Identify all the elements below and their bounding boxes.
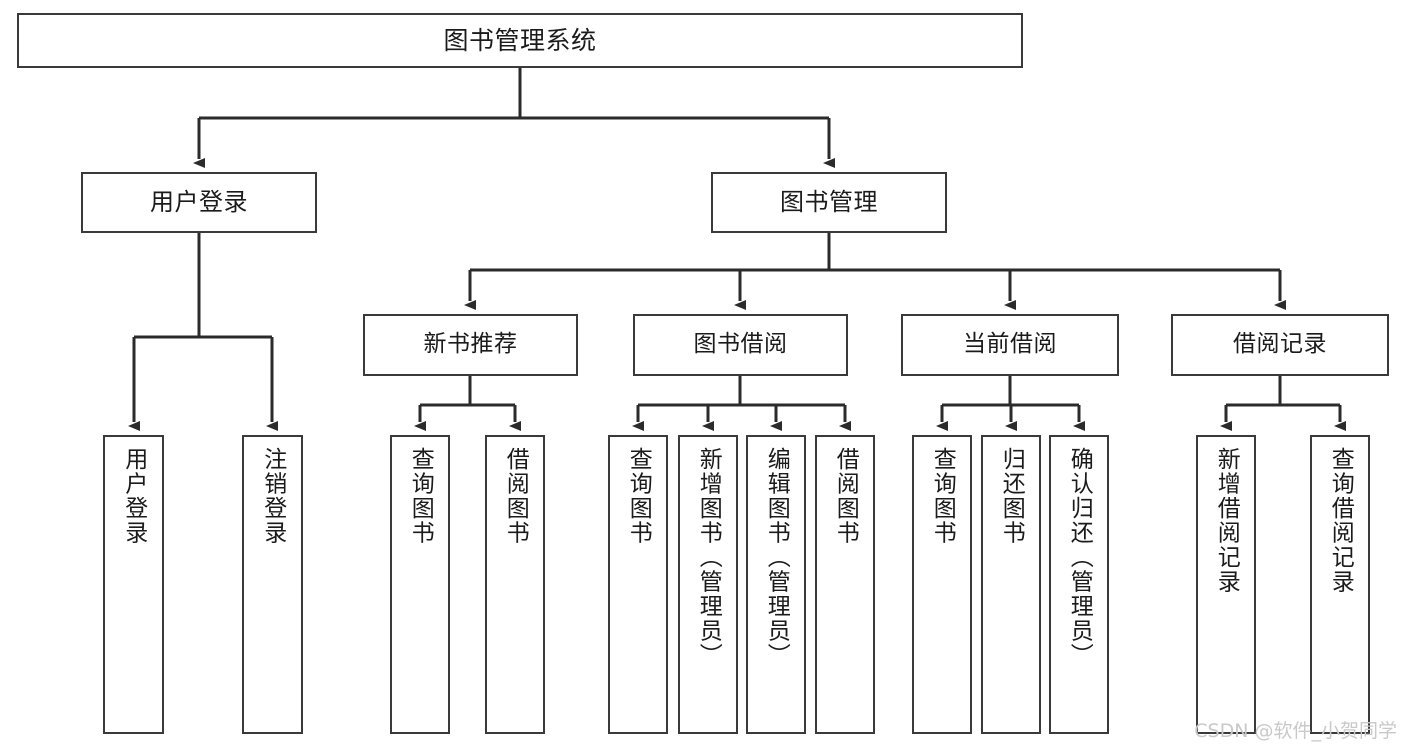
node-borrow-book-1[interactable]: 借阅图书 [485, 435, 545, 734]
node-query-borrow-record-label: 查询借阅记录 [1327, 447, 1354, 594]
node-query-book-2[interactable]: 查询图书 [608, 435, 668, 734]
node-new-book-recommend-label: 新书推荐 [423, 331, 518, 358]
node-add-book-admin-label: 新增图书（管理员） [695, 447, 722, 668]
node-query-book-1[interactable]: 查询图书 [390, 435, 450, 734]
node-query-borrow-record[interactable]: 查询借阅记录 [1310, 435, 1370, 734]
node-add-book-admin[interactable]: 新增图书（管理员） [678, 435, 738, 734]
node-user-login[interactable]: 用户登录 [81, 172, 317, 233]
node-borrow-book-2[interactable]: 借阅图书 [815, 435, 875, 734]
node-borrow-book-1-label: 借阅图书 [502, 447, 529, 545]
node-book-manage[interactable]: 图书管理 [711, 172, 947, 233]
node-confirm-return-admin[interactable]: 确认归还（管理员） [1049, 435, 1109, 734]
node-current-borrow-label: 当前借阅 [963, 331, 1057, 358]
node-query-book-2-label: 查询图书 [625, 447, 652, 545]
node-return-book-label: 归还图书 [998, 447, 1025, 545]
node-query-book-3-label: 查询图书 [929, 447, 956, 545]
node-book-borrow-label: 图书借阅 [693, 331, 788, 358]
node-edit-book-admin[interactable]: 编辑图书（管理员） [746, 435, 806, 734]
node-book-borrow[interactable]: 图书借阅 [633, 314, 848, 376]
node-query-book-1-label: 查询图书 [407, 447, 434, 545]
node-edit-book-admin-label: 编辑图书（管理员） [763, 447, 790, 668]
node-return-book[interactable]: 归还图书 [981, 435, 1041, 734]
node-user-login-label: 用户登录 [150, 188, 248, 217]
node-borrow-record-label: 借阅记录 [1233, 331, 1327, 358]
node-add-borrow-record-label: 新增借阅记录 [1213, 447, 1240, 594]
node-borrow-record[interactable]: 借阅记录 [1171, 314, 1389, 376]
watermark: CSDN @软件_小贺同学 [1194, 720, 1397, 742]
node-borrow-book-2-label: 借阅图书 [832, 447, 859, 545]
node-query-book-3[interactable]: 查询图书 [912, 435, 972, 734]
node-user-login-do[interactable]: 用户登录 [103, 435, 164, 734]
node-current-borrow[interactable]: 当前借阅 [901, 314, 1119, 376]
node-root[interactable]: 图书管理系统 [17, 13, 1023, 68]
node-new-book-recommend[interactable]: 新书推荐 [363, 314, 578, 376]
node-user-logout-label: 注销登录 [259, 447, 286, 545]
node-root-label: 图书管理系统 [443, 25, 597, 55]
node-user-login-do-label: 用户登录 [120, 447, 147, 545]
node-book-manage-label: 图书管理 [780, 188, 878, 217]
node-add-borrow-record[interactable]: 新增借阅记录 [1196, 435, 1256, 734]
node-confirm-return-admin-label: 确认归还（管理员） [1066, 447, 1093, 668]
node-user-logout[interactable]: 注销登录 [242, 435, 303, 734]
